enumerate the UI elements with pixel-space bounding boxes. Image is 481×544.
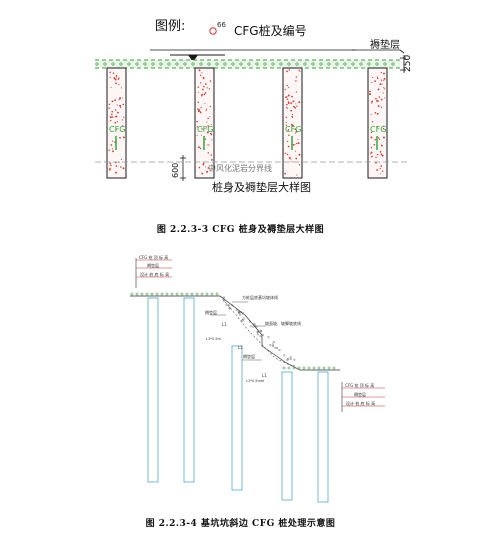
cushion-thickness-dim: 250: [403, 55, 413, 72]
slope-cfg-pile: [183, 297, 195, 483]
legend-title: 图例:: [155, 19, 185, 34]
slope-cfg-pile: [231, 345, 243, 491]
legend-top-item-3: 设计 桩 底 标 高: [140, 271, 169, 277]
detail-title: 桩身及褥垫层大样图: [212, 180, 311, 194]
legend-bottom-item-2: 褥垫层: [354, 391, 366, 397]
cfg-pile: CFG: [282, 67, 303, 179]
l-label-2: L1: [238, 345, 243, 350]
slope-label-2: 坡面坡、坡脚坡底线: [265, 320, 301, 326]
figure1-caption: 图 2.2.3-3 CFG 桩身及褥垫层大样图: [156, 225, 325, 235]
pile-label: CFG: [197, 125, 213, 134]
step-cushion-label-1: 褥垫层: [205, 309, 217, 315]
dim-label-2: L1*0.5mm: [246, 379, 265, 383]
slope-cfg-pile: [281, 371, 293, 501]
cfg-pile: CFG: [106, 67, 127, 179]
rock-boundary-label: 中风化泥岩分界线: [208, 163, 272, 173]
legend-bottom-right: CFG 桩 顶 标 高 褥垫层 设计 桩 底 标 高: [341, 382, 385, 412]
cushion-aggregate: [95, 62, 395, 66]
legend-pile-number: 66: [217, 21, 226, 29]
cfg-pile: CFG: [194, 67, 215, 179]
dim-label-1: L1*0.5m: [206, 337, 221, 341]
legend-pile-symbol-icon: [209, 27, 217, 35]
pile-label: CFG: [370, 125, 386, 134]
cfg-pile: CFG: [367, 67, 388, 179]
figure2-caption: 图 2.2.3-4 基坑坑斜边 CFG 桩处理示意图: [145, 519, 336, 529]
slope-cfg-pile: [317, 371, 329, 503]
legend-top-left: CFG 桩 顶 标 高 褥垫层 设计 桩 底 标 高: [135, 254, 172, 288]
legend-bottom-item-1: CFG 桩 顶 标 高: [345, 382, 374, 388]
slope-cfg-pile: [147, 297, 159, 483]
legend-bottom-item-3: 设计 桩 底 标 高: [346, 400, 375, 406]
cushion-label: 褥垫层: [370, 38, 400, 51]
slope-line: [130, 295, 340, 371]
slope-label-1: 方桩层底基坑坡体线: [242, 294, 278, 300]
legend-top-item-2: 褥垫层: [147, 262, 159, 268]
legend-pile-label: CFG桩及编号: [234, 23, 307, 38]
figure-slope-pile-treatment: CFG 桩 顶 标 高 褥垫层 设计 桩 底 标 高 褥垫层 褥垫层 方桩层底基…: [130, 254, 385, 503]
legend-top-item-1: CFG 桩 顶 标 高: [139, 254, 168, 260]
l-label-1: L1: [222, 322, 227, 327]
pile-label: CFG: [285, 125, 301, 134]
layer-depth-dim: 600: [171, 163, 180, 178]
l-label-3: L1: [262, 373, 267, 378]
step-cushion-label-2: 褥垫层: [243, 353, 255, 359]
pile-label: CFG: [109, 125, 125, 134]
